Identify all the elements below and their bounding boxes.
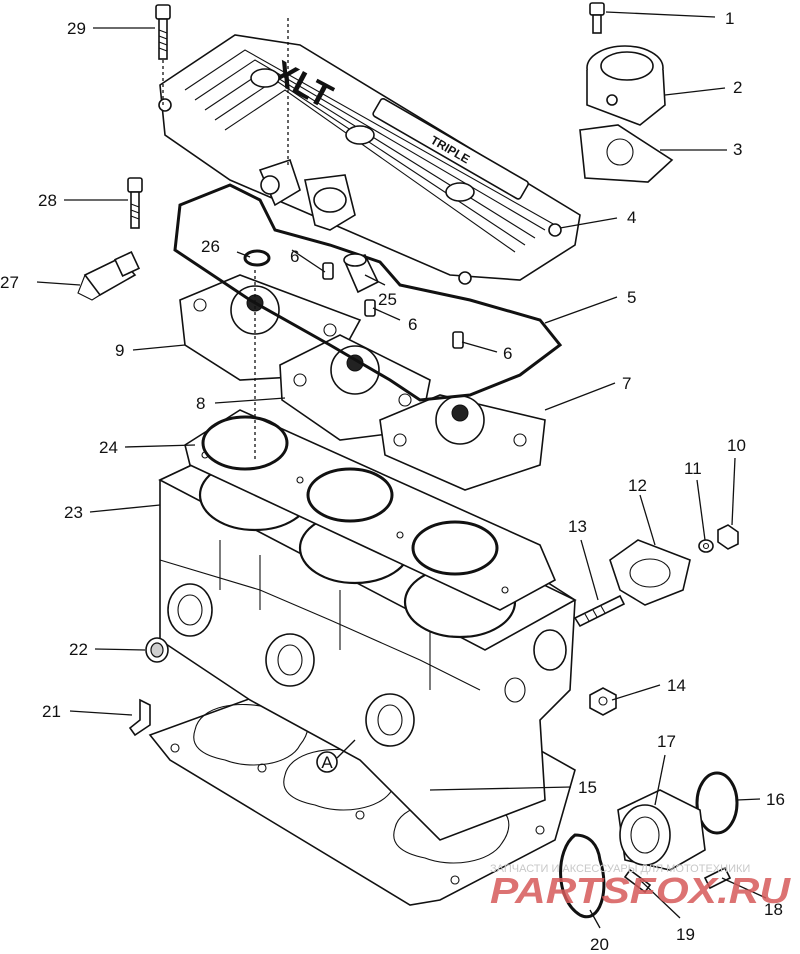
plug-22	[145, 637, 169, 663]
callout-27: 27	[0, 273, 19, 292]
stud-13	[573, 594, 626, 628]
o-ring-16	[695, 771, 739, 835]
callout-2: 2	[733, 78, 742, 97]
callout-6a: 6	[290, 247, 299, 266]
watermark-brand: PARTSFOX.RU	[490, 870, 791, 911]
callout-16: 16	[766, 790, 785, 809]
callout-12: 12	[628, 476, 647, 495]
callout-5: 5	[627, 288, 636, 307]
bolt-28	[127, 177, 143, 229]
watermark-tagline: ЗАПЧАСТИ И АКСЕССУАРЫ ДЛЯ МОТОТЕХНИКИ	[490, 863, 750, 875]
callout-26: 26	[201, 237, 220, 256]
callout-18: 18	[764, 900, 783, 919]
callout-24: 24	[99, 438, 118, 457]
callout-19: 19	[676, 925, 695, 944]
clamp-20	[559, 833, 606, 919]
callout-23: 23	[64, 503, 83, 522]
leader-lines	[36, 11, 767, 929]
callout-11: 11	[684, 459, 702, 478]
callout-7: 7	[622, 374, 631, 393]
callout-8: 8	[196, 394, 205, 413]
bolt-1	[589, 2, 605, 34]
callout-3: 3	[733, 140, 742, 159]
callout-9: 9	[115, 341, 124, 360]
cylinder-head-8	[279, 334, 431, 441]
callout-17: 17	[657, 732, 676, 751]
callout-28: 28	[38, 191, 57, 210]
washer-11	[698, 539, 714, 553]
temperature-sensor-27	[77, 250, 141, 301]
cylinder-head-7	[379, 394, 546, 491]
callout-29: 29	[67, 19, 86, 38]
watermark: ЗАПЧАСТИ И АКСЕССУАРЫ ДЛЯ МОТОТЕХНИКИ PA…	[490, 863, 791, 911]
dowel-pins-6	[322, 262, 464, 349]
nut-10	[717, 524, 739, 550]
callout-1: 1	[725, 9, 734, 28]
o-ring-26	[243, 249, 271, 267]
head-cover-4: XLT TRIPLE	[158, 34, 581, 285]
callout-4: 4	[627, 208, 636, 227]
detail-marker-a: A	[316, 739, 356, 773]
bolt-29	[155, 4, 171, 105]
callout-15: 15	[578, 778, 597, 797]
fitting-21	[128, 698, 151, 737]
callout-14: 14	[667, 676, 686, 695]
cover-gasket-5	[173, 183, 563, 402]
intake-boot-17	[617, 789, 706, 871]
callout-labels: 1 2 3 4 5 6 6 6 7 8 9 10 11 12 13 14 15 …	[0, 9, 785, 954]
cover-badge	[372, 97, 529, 200]
flange-gasket-12	[609, 539, 691, 606]
callout-13: 13	[568, 517, 587, 536]
callout-25: 25	[378, 290, 397, 309]
svg-text:A: A	[321, 753, 333, 772]
callout-6c: 6	[503, 344, 512, 363]
callout-22: 22	[69, 640, 88, 659]
head-gasket-24	[184, 409, 557, 611]
callout-6b: 6	[408, 315, 417, 334]
outlet-gasket-3	[579, 124, 674, 183]
callout-10: 10	[727, 436, 746, 455]
screw-18	[703, 866, 732, 890]
water-outlet-2	[586, 45, 666, 126]
callout-20: 20	[590, 935, 609, 954]
screw-19	[623, 868, 652, 894]
callout-21: 21	[42, 702, 61, 721]
nut-14	[589, 687, 617, 716]
